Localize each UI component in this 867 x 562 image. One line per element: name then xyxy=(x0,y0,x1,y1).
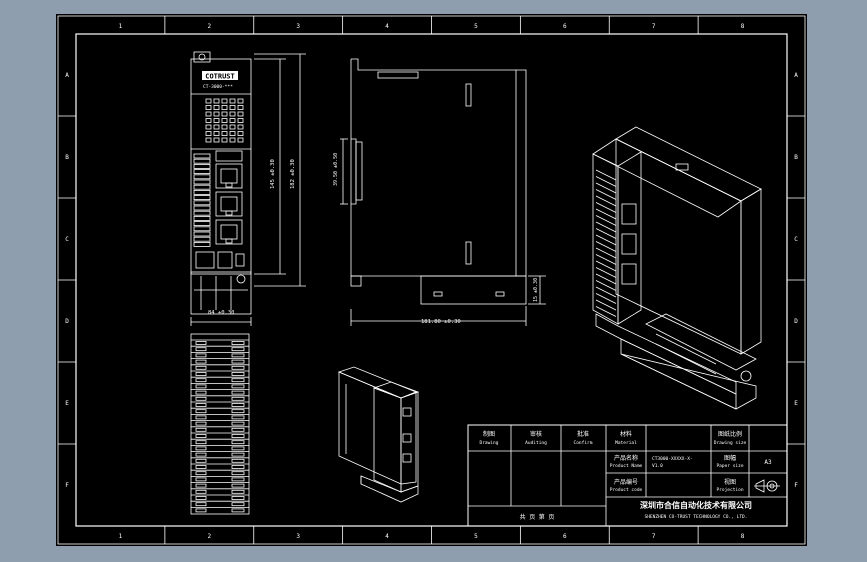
bottom-connector-2 xyxy=(217,251,233,269)
brand-label: COTRUST xyxy=(205,73,235,81)
view-en: Projection xyxy=(716,487,743,493)
column-label: 7 xyxy=(652,23,656,30)
column-markers: 1 1 2 2 3 3 4 4 5 5 6 6 7 7 8 8 xyxy=(119,16,745,544)
column-label: 6 xyxy=(563,533,567,540)
sheets-label: 共 页 第 页 xyxy=(520,513,555,521)
dim-outer-height: 182 ±0.30 xyxy=(290,159,296,189)
front-view-top-tab xyxy=(193,51,211,63)
front-view-foot xyxy=(190,271,252,315)
audit-en: Auditing xyxy=(525,440,547,446)
company-name-cn: 深圳市合信自动化技术有限公司 xyxy=(640,500,752,510)
confirm-en: Confirm xyxy=(574,440,593,446)
cad-drawing: 1 1 2 2 3 3 4 4 5 5 6 6 7 7 8 8 A A B B C C D D E E F F COTRUST CT… xyxy=(57,15,806,545)
row-label: A xyxy=(794,72,798,79)
dim-bracket: 39.50 ±0.50 xyxy=(333,153,339,186)
material-en: Material xyxy=(615,440,637,446)
brand-plate xyxy=(202,71,238,80)
left-terminal-strip xyxy=(193,153,211,247)
rj45-ports xyxy=(215,163,243,245)
audit-label: 审核 xyxy=(530,430,542,438)
side-top-latch xyxy=(377,71,419,79)
product-name-value: CT3000-XXXXX-X- xyxy=(652,456,693,462)
row-label: D xyxy=(794,318,798,325)
row-label: B xyxy=(65,154,69,161)
column-label: 6 xyxy=(563,23,567,30)
row-label: F xyxy=(794,482,798,489)
tolerance-label: 图纸比例 xyxy=(718,430,742,438)
product-no-label: 产品编号 xyxy=(614,478,638,486)
dim-depth: 181.80 ±0.30 xyxy=(421,319,461,325)
column-label: 8 xyxy=(741,23,745,30)
dim-inner-height: 145 ±0.30 xyxy=(270,159,276,189)
drawing-sheet: 1 1 2 2 3 3 4 4 5 5 6 6 7 7 8 8 A A B B C C D D E E F F COTRUST CT… xyxy=(56,14,807,546)
projection-symbol-icon xyxy=(754,479,780,493)
din-clip xyxy=(355,141,363,201)
large-isometric-view xyxy=(592,126,762,410)
tolerance-en: Drawing size xyxy=(714,440,747,446)
small-isometric-view xyxy=(337,366,420,503)
column-label: 2 xyxy=(208,23,212,30)
mounting-hole xyxy=(236,274,246,284)
title-block: 制图 Drawing 审核 Auditing 批准 Confirm 材料 Mat… xyxy=(467,424,788,527)
row-label: A xyxy=(65,72,69,79)
column-label: 2 xyxy=(208,533,212,540)
column-label: 1 xyxy=(119,533,123,540)
display-window xyxy=(215,150,243,162)
dim-width: 84 ±0.30 xyxy=(208,310,235,316)
column-label: 3 xyxy=(296,23,300,30)
row-label: E xyxy=(65,400,69,407)
outer-frame xyxy=(57,15,806,545)
bottom-view xyxy=(190,333,250,515)
scale-value: A3 xyxy=(764,459,772,466)
confirm-label: 批准 xyxy=(577,430,589,438)
scale-label: 图幅 xyxy=(724,454,736,462)
dim-foot: 15 ±0.30 xyxy=(533,278,539,302)
product-name-en: Product Name xyxy=(610,463,643,469)
row-label: C xyxy=(794,236,798,243)
front-view: COTRUST CT-3000-*** 84 ±0.30 145 ±0.30 1… xyxy=(190,51,306,326)
side-view: 39.50 ±0.50 181.80 ±0.30 15 ±0.30 xyxy=(333,58,546,326)
led-grid xyxy=(205,98,244,143)
column-label: 4 xyxy=(385,533,389,540)
row-label: D xyxy=(65,318,69,325)
side-foot xyxy=(420,275,527,305)
column-label: 8 xyxy=(741,533,745,540)
model-label: CT-3000-*** xyxy=(203,84,233,90)
product-no-en: Product code xyxy=(610,487,643,493)
bottom-view-body xyxy=(190,333,250,515)
product-name-value2: V1.0 xyxy=(652,463,663,469)
row-label: C xyxy=(65,236,69,243)
company-name-en: SHENZHEN CO-TRUST TECHNOLOGY CO., LTD. xyxy=(645,514,748,520)
row-label: E xyxy=(794,400,798,407)
front-view-body xyxy=(190,58,252,275)
material-label: 材料 xyxy=(620,430,632,438)
view-label: 视图 xyxy=(724,478,736,486)
row-label: B xyxy=(794,154,798,161)
drawing-label: 制图 xyxy=(483,430,495,438)
column-label: 5 xyxy=(474,23,478,30)
bottom-connector-1 xyxy=(195,251,215,269)
column-label: 4 xyxy=(385,23,389,30)
column-label: 1 xyxy=(119,23,123,30)
scale-en: Paper size xyxy=(716,463,743,469)
inner-frame xyxy=(75,33,788,527)
row-markers: A A B B C C D D E E F F xyxy=(58,72,805,489)
row-label: F xyxy=(65,482,69,489)
product-name-label: 产品名称 xyxy=(614,454,638,462)
column-label: 5 xyxy=(474,533,478,540)
column-label: 3 xyxy=(296,533,300,540)
drawing-en: Drawing xyxy=(480,440,499,446)
title-block-frame xyxy=(467,424,788,527)
column-label: 7 xyxy=(652,533,656,540)
